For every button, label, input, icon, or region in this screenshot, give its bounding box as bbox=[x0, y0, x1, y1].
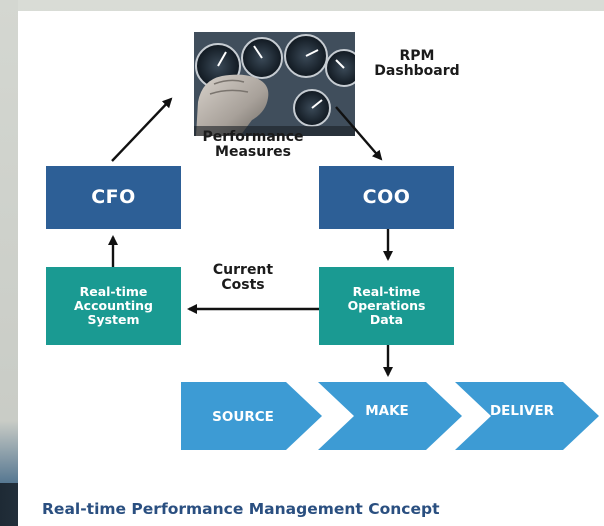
performance-label-line1: Performance bbox=[202, 129, 304, 145]
diagram-caption: Real-time Performance Management Concept bbox=[42, 500, 440, 518]
coo-box: COO bbox=[319, 166, 454, 229]
accounting-line1: Real-time bbox=[79, 284, 148, 299]
rpm-label-line2: Dashboard bbox=[374, 62, 460, 79]
operations-line1: Real-time bbox=[352, 284, 421, 299]
chevron-make bbox=[318, 382, 462, 450]
accounting-line3: System bbox=[87, 312, 140, 327]
performance-measures-label: Performance Measures bbox=[186, 130, 320, 159]
chevron-source bbox=[181, 382, 322, 450]
accounting-system-label: Real-time Accounting System bbox=[74, 285, 153, 327]
cfo-label: CFO bbox=[91, 185, 136, 208]
chevron-deliver bbox=[455, 382, 599, 450]
cfo-box: CFO bbox=[46, 166, 181, 229]
background-left-strip bbox=[0, 0, 18, 526]
coo-label: COO bbox=[362, 185, 411, 208]
dashboard-photo bbox=[194, 32, 355, 136]
rpm-label-line1: RPM bbox=[399, 48, 435, 64]
rpm-dashboard-label: RPM Dashboard bbox=[372, 49, 462, 78]
costs-label-line2: Costs bbox=[221, 276, 265, 293]
chevron-deliver-label: DELIVER bbox=[490, 403, 555, 419]
arrow-dashboard-to-coo bbox=[335, 106, 383, 161]
operations-data-label: Real-time Operations Data bbox=[348, 285, 426, 327]
accounting-system-box: Real-time Accounting System bbox=[46, 267, 181, 345]
current-costs-label: Current Costs bbox=[201, 263, 285, 292]
diagram-panel: RPM Dashboard Performance Measures Curre… bbox=[18, 11, 604, 526]
accounting-line2: Accounting bbox=[74, 298, 153, 313]
operations-line2: Operations bbox=[347, 298, 426, 313]
costs-label-line1: Current bbox=[212, 262, 274, 278]
performance-label-line2: Measures bbox=[215, 143, 291, 160]
chevron-make-label: MAKE bbox=[365, 403, 409, 419]
operations-line3: Data bbox=[369, 312, 404, 327]
diagram-connectors: SOURCE MAKE DELIVER bbox=[108, 97, 599, 450]
chevron-source-label: SOURCE bbox=[212, 409, 274, 425]
arrow-cfo-to-dashboard bbox=[111, 97, 173, 162]
operations-data-box: Real-time Operations Data bbox=[319, 267, 454, 345]
